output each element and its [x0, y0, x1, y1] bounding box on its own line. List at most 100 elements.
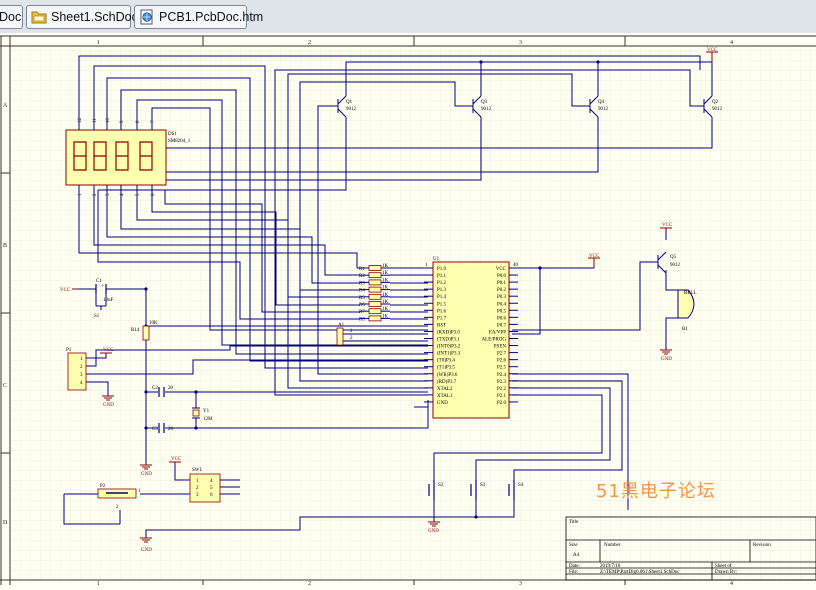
resistor-r14[interactable] — [142, 325, 150, 341]
ds1-top-pin: 7 — [151, 120, 156, 123]
u1-left-pin-label: (T0)P3.4 — [437, 359, 455, 364]
sw1-pin: 3 — [196, 493, 199, 498]
connector-p1[interactable] — [67, 352, 87, 391]
p1-pin: 4 — [80, 381, 83, 386]
s1-ref: S1 — [94, 314, 100, 319]
u1-ref: U1 — [433, 257, 440, 262]
u1-right-pin-label: P0.5 — [497, 309, 507, 314]
schematic-sheet[interactable]: 1 2 3 4 1 2 3 4 A B C D — [0, 33, 816, 587]
button-s3[interactable] — [470, 480, 477, 500]
tab-sheet1-schdoc[interactable]: Sheet1.SchDoc — [26, 5, 138, 29]
vcc-label: VCC — [589, 254, 600, 259]
b1-ref: B1 — [682, 327, 688, 332]
resistor-body[interactable] — [368, 308, 382, 315]
c1-value: 10uF — [103, 298, 114, 303]
sheet-label: Sheet of — [715, 564, 732, 569]
buzzer-b1[interactable] — [677, 289, 695, 319]
title-block-text: Title Size A4 Number Revision Date: 2019… — [569, 520, 771, 575]
vcc-label: VCC — [60, 288, 71, 293]
q4-ref: Q4 — [598, 100, 605, 105]
u1-left-pin-label: RST — [437, 323, 446, 328]
c3-value: 20 — [168, 427, 174, 432]
vcc-label: VCC — [707, 48, 718, 53]
ds1-bottom-pin: 3 — [106, 193, 111, 196]
file-value: Z:\TEMP\PartDlg0.061\Sheet1.SchDoc — [600, 570, 680, 575]
u1-right-pin-label: P2.7 — [497, 352, 507, 357]
a1-pin: 1 — [350, 329, 353, 334]
transistor-q2[interactable] — [703, 95, 713, 118]
p1-pin: 2 — [80, 365, 83, 370]
resistor-value: 1K — [382, 314, 389, 319]
p1-pin: 1 — [80, 357, 83, 362]
u1-pin1: 1 — [425, 263, 428, 268]
ds1-bottom-pin: 5 — [136, 193, 141, 196]
u1-right-pin-label: P0.1 — [497, 281, 507, 286]
transistor-q1[interactable] — [337, 95, 347, 118]
transistor-q4[interactable] — [589, 95, 599, 118]
tab-pcb1-htm[interactable]: PCB1.PcbDoc.htm — [134, 5, 263, 29]
u1-right-pin-label: EA/VPP — [489, 330, 506, 335]
switch-s1[interactable] — [96, 305, 106, 310]
u1-left-pin-label: P1.7 — [437, 316, 447, 321]
resistor-body[interactable] — [368, 293, 382, 300]
power-labels: VCC VCC VCC VCC VCC VCC GND GND GND GND … — [60, 48, 718, 553]
button-s2[interactable] — [428, 480, 435, 500]
resistor-body[interactable] — [368, 286, 382, 293]
ds1-bottom-pin: 1 — [78, 193, 83, 196]
transistor-q5[interactable] — [657, 251, 667, 274]
resistor-body[interactable] — [368, 265, 382, 271]
vcc-label: VCC — [103, 348, 114, 353]
resistor-body[interactable] — [368, 272, 382, 279]
u1-right-pin-label: P0.7 — [497, 323, 507, 328]
connector-a1[interactable] — [336, 327, 344, 346]
folder-doc-icon — [31, 11, 47, 24]
u1-left-pin-label: (INT0)P3.2 — [437, 345, 461, 350]
resistor-body[interactable] — [368, 279, 382, 286]
date-label: Date: — [569, 564, 580, 569]
display-ds1[interactable] — [65, 118, 167, 190]
resistor-body[interactable] — [368, 315, 382, 322]
a1-labels: A1 1 2 — [338, 323, 353, 341]
u1-right-pins: VCCP0.0P0.1P0.2P0.3P0.4P0.5P0.6P0.7EA/VP… — [482, 267, 518, 406]
wires — [63, 55, 713, 538]
vcc-label: VCC — [662, 223, 673, 228]
connector-p2[interactable] — [97, 488, 137, 499]
s4-ref: S4 — [518, 483, 524, 488]
transistor-q3[interactable] — [472, 95, 482, 118]
u1-right-pin-label: P0.4 — [497, 302, 507, 307]
tab-schematic-doc[interactable]: Doc — [0, 5, 23, 29]
forum-watermark: 51黑电子论坛 — [596, 481, 716, 502]
resistor-ref: R5 — [359, 296, 365, 301]
resistor-ref: R6 — [359, 303, 365, 308]
web-page-icon — [140, 9, 153, 25]
tab-schematic-doc-label: Doc — [0, 10, 22, 24]
gnd-symbols — [102, 349, 672, 543]
resistor-value: 1K — [382, 264, 389, 269]
ds1-bottom-pin: 4 — [120, 193, 125, 196]
capacitor-c3[interactable] — [158, 423, 165, 433]
column-label: 2 — [308, 581, 311, 587]
resistor-body[interactable] — [368, 301, 382, 307]
resistor-ref: R3 — [359, 281, 365, 286]
s3-ref: S3 — [480, 483, 486, 488]
crystal-y1[interactable] — [192, 407, 200, 419]
capacitor-c1[interactable] — [95, 284, 107, 294]
switch-sw1[interactable] — [189, 473, 221, 503]
buzzer-labels: B1 BELL — [682, 291, 697, 332]
border-column-labels: 1 2 3 4 1 2 3 4 — [97, 40, 733, 587]
resistor-value: 1K — [382, 278, 389, 283]
u1-left-pin-label: P1.1 — [437, 274, 447, 279]
u1-right-pin-label: P2.5 — [497, 366, 507, 371]
microcontroller-u1[interactable] — [432, 261, 510, 419]
button-s4[interactable] — [508, 480, 515, 500]
ds1-top-pin: 12 — [78, 118, 83, 124]
p1-ref: P1 — [66, 348, 72, 353]
u1-left-pin-label: (TXD)P3.1 — [437, 338, 460, 343]
capacitor-c2[interactable] — [158, 387, 165, 397]
size-value: A4 — [573, 553, 580, 558]
title-label: Title — [569, 520, 579, 525]
schematic-canvas[interactable]: 1 2 3 4 1 2 3 4 A B C D — [0, 33, 816, 587]
u1-left-pin-label: GND — [437, 401, 448, 406]
u1-right-pin-label: PSEN — [494, 345, 507, 350]
